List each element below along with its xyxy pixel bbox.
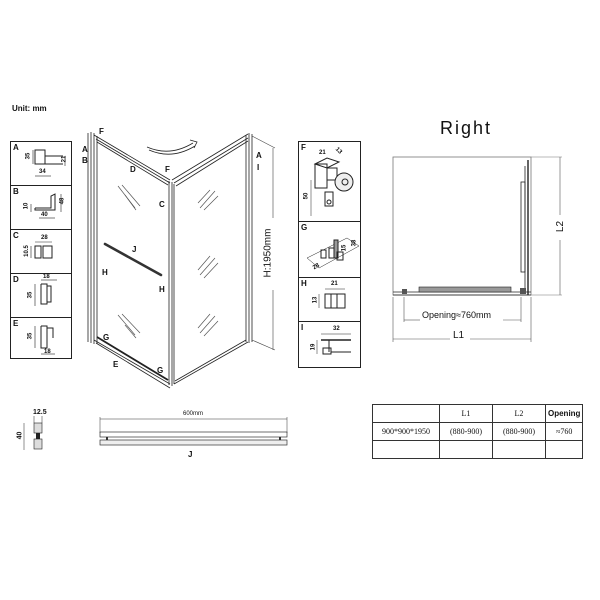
hardware-letter: H (301, 279, 307, 288)
cell-empty (492, 440, 546, 459)
profile-e-drawing (34, 325, 55, 355)
bottom-guide-drawing (306, 237, 360, 269)
header-cell-l2: L2 (492, 404, 546, 423)
profile-a: A 35 21 34 (11, 142, 71, 186)
curved-arrow-icon (146, 139, 198, 155)
label-h-right: H (159, 285, 165, 294)
wall-dimension (251, 135, 276, 351)
hardware-panel: F 21 13 50 G 28 15 38 H (298, 141, 361, 368)
left-post (87, 132, 98, 344)
cell-opening: ≈760 (544, 422, 584, 441)
header-cell (372, 404, 440, 423)
dim-f-width: 21 (319, 150, 326, 156)
label-i-right: I (257, 163, 260, 172)
profile-d: D 18 35 (11, 274, 71, 318)
cell-size: 900*900*1950 (372, 422, 440, 441)
profile-letter: D (13, 275, 19, 284)
dim-c-width: 28 (41, 235, 48, 241)
hardware-i: I 32 19 (299, 322, 360, 369)
profile-e: E 35 18 (11, 318, 71, 360)
cell-l2: (880-900) (492, 422, 546, 441)
header-cell-l1: L1 (439, 404, 493, 423)
profile-a-drawing (32, 149, 66, 177)
table-header-row: L1 L2 Opening (372, 404, 584, 423)
top-rail-right (171, 133, 249, 187)
plan-view-title: Right (440, 118, 493, 138)
label-a-left: A (82, 145, 88, 154)
spec-table: L1 L2 Opening 900*900*1950 (880-900) (88… (372, 404, 584, 459)
seal-i-drawing (316, 333, 351, 355)
hardware-letter: I (301, 323, 304, 332)
dim-i-width: 32 (333, 326, 340, 332)
l1-label: L1 (453, 330, 465, 341)
cell-empty (544, 440, 584, 459)
right-post (245, 133, 253, 343)
profile-b-drawing (30, 193, 62, 219)
dim-e-width: 18 (44, 349, 51, 355)
seal-h-drawing (318, 288, 346, 309)
profile-letter: C (13, 231, 19, 240)
top-rail-left (93, 134, 171, 186)
label-b-left: B (82, 156, 88, 165)
cell-empty (372, 440, 440, 459)
label-h-left: H (102, 268, 108, 277)
hardware-letter: F (301, 143, 306, 152)
profile-d-drawing (34, 279, 57, 306)
hardware-h: H 21 13 (299, 278, 360, 322)
profile-letter: A (13, 143, 19, 152)
dim-a-width: 34 (39, 169, 46, 175)
label-c: C (159, 200, 165, 209)
label-f-corner: F (165, 165, 170, 174)
handle-width-label: 12.5 (33, 409, 47, 416)
hardware-g: G 28 15 38 (299, 222, 360, 278)
profile-letter: B (13, 187, 19, 196)
towel-bar-length: 600mm (183, 411, 204, 417)
cell-l1: (880-900) (439, 422, 493, 441)
glass-reflections (117, 184, 219, 339)
profile-b: B 10 40 48 (11, 186, 71, 230)
profile-c-drawing (30, 241, 53, 259)
table-row: 900*900*1950 (880-900) (880-900) ≈760 (372, 422, 584, 441)
dim-d-width: 18 (43, 274, 50, 280)
table-row (372, 440, 584, 459)
opening-label: Opening≈760mm (422, 310, 491, 320)
hardware-f: F 21 13 50 (299, 142, 360, 222)
profiles-panel: A 35 21 34 B 10 40 48 C (10, 141, 72, 359)
unit-label: Unit: mm (12, 104, 47, 113)
profile-letter: E (13, 319, 19, 328)
profile-c: C 10.5 28 (11, 230, 71, 274)
dim-b-width: 40 (41, 212, 48, 218)
label-g-left: G (103, 333, 110, 342)
label-g-bottom: G (157, 366, 164, 375)
label-f-top-left: F (99, 127, 104, 136)
dim-h-width: 21 (331, 281, 338, 287)
label-a-right: A (256, 151, 262, 160)
header-cell-opening: Opening (544, 404, 584, 423)
cell-empty (439, 440, 493, 459)
towel-bar-label: J (188, 450, 193, 459)
door-handle-bar (103, 242, 163, 277)
center-post (168, 181, 175, 386)
label-e: E (113, 360, 119, 369)
roller-drawing (310, 157, 354, 216)
label-d: D (130, 165, 136, 174)
bottom-rails (93, 336, 249, 389)
label-j: J (132, 245, 137, 254)
hardware-letter: G (301, 223, 308, 232)
